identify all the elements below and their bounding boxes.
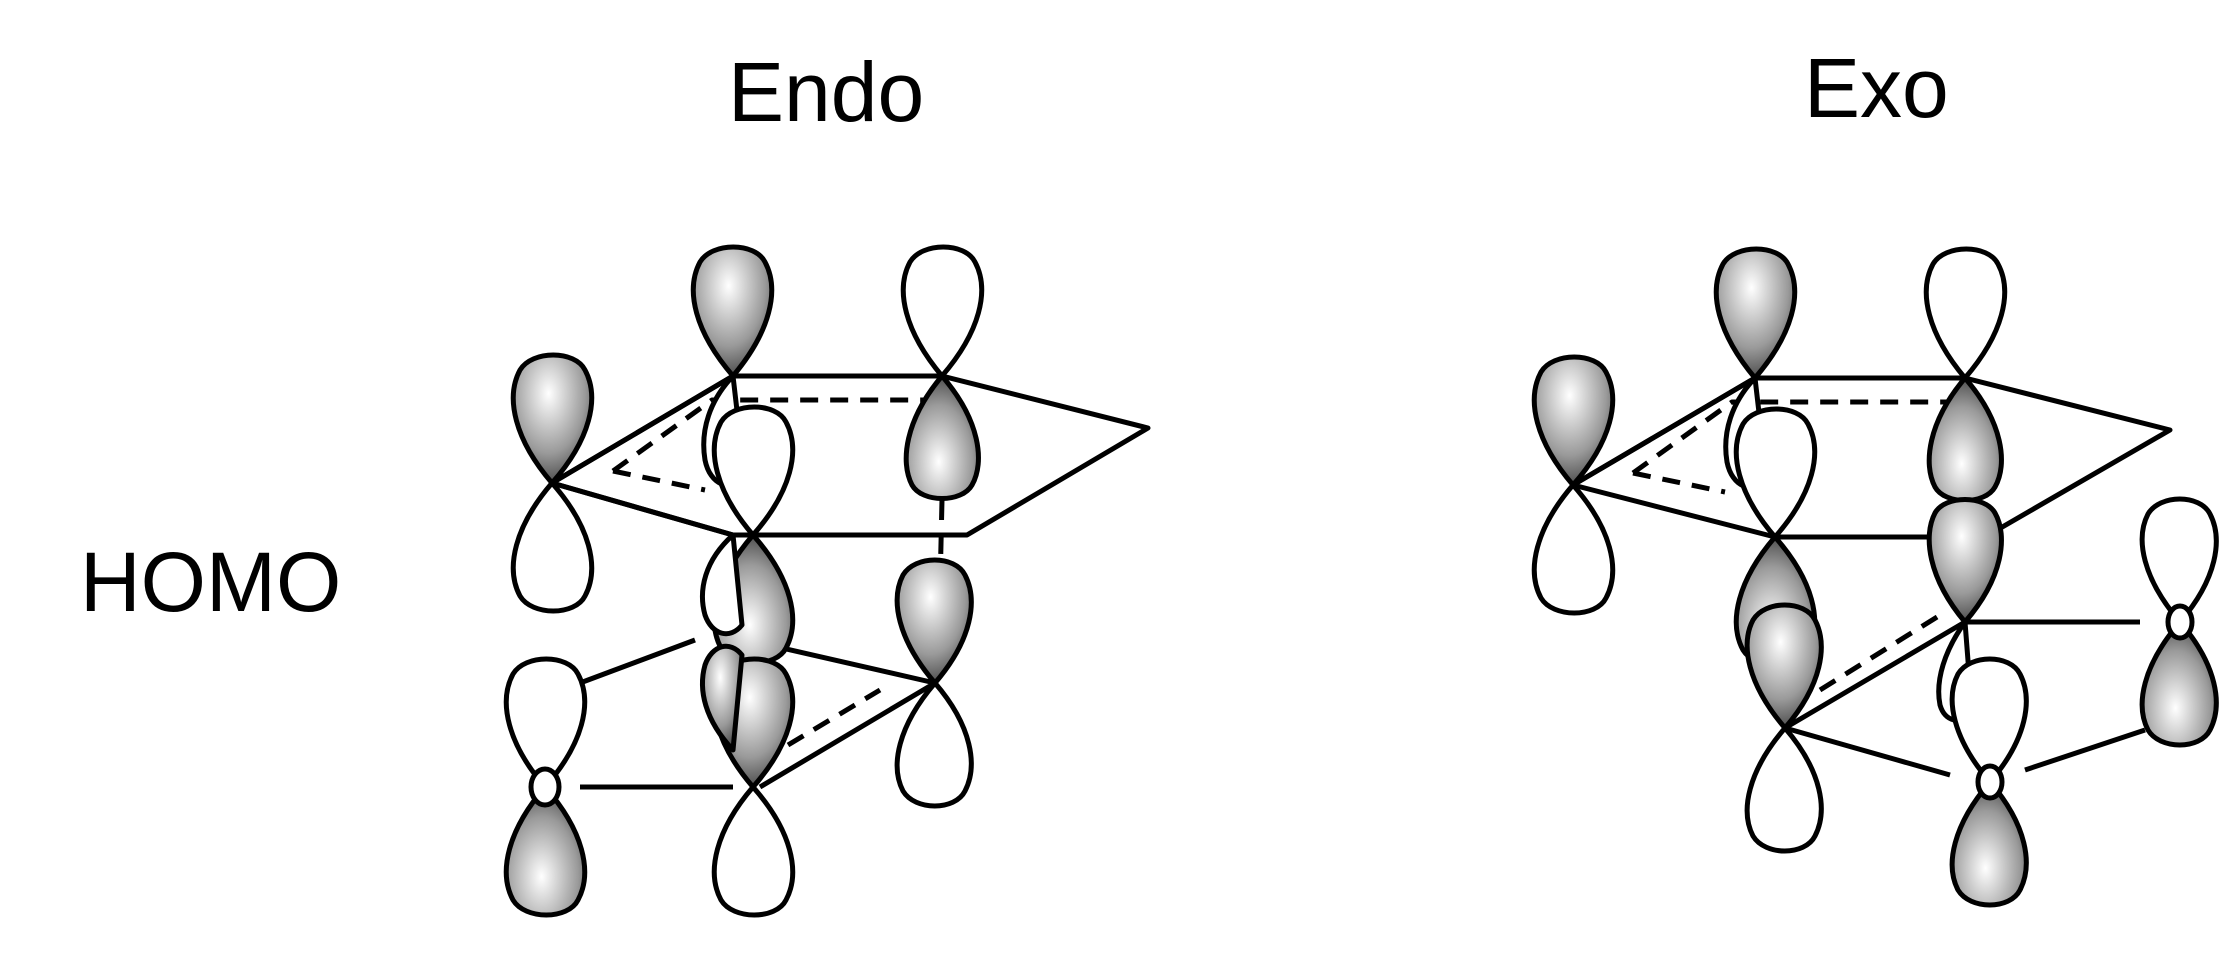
endo-diene-frame — [550, 373, 1151, 538]
exo-diagram — [1531, 246, 2219, 908]
node — [528, 766, 562, 808]
exo-diene-frame — [1571, 375, 2173, 540]
lobe-shaded — [1531, 354, 1616, 488]
endo-orbitals — [503, 244, 985, 918]
lobe-shaded — [1926, 497, 2004, 625]
lobe-empty — [900, 244, 985, 379]
lobe-empty — [711, 404, 796, 538]
lobe-shaded — [894, 557, 974, 686]
lobe-empty — [2139, 496, 2219, 625]
lobe-shaded — [700, 643, 745, 753]
title-endo: Endo — [728, 45, 925, 139]
lobe-shaded — [1949, 779, 2029, 908]
lobe-shaded — [1926, 375, 2004, 503]
lobe-empty — [711, 784, 796, 918]
node — [2165, 603, 2195, 641]
lobe-shaded — [2139, 619, 2219, 748]
lobe-empty — [700, 532, 745, 637]
title-exo: Exo — [1804, 41, 1949, 135]
lobe-shaded — [503, 784, 588, 918]
lobe-empty — [1531, 482, 1616, 616]
endo-diagram — [503, 244, 1151, 918]
lobe-shaded — [1713, 246, 1798, 381]
exo-orbitals — [1531, 246, 2219, 908]
lobe-shaded — [690, 244, 775, 379]
lobe-shaded — [510, 352, 595, 486]
row-label-homo: HOMO — [80, 535, 342, 629]
lobe-empty — [1733, 406, 1818, 540]
lobe-empty — [1949, 656, 2029, 785]
lobe-empty — [510, 480, 595, 614]
node — [1975, 763, 2005, 801]
lobe-empty — [1744, 725, 1824, 854]
exo-dienophile-frame — [1782, 609, 2146, 778]
lobe-empty — [894, 680, 974, 809]
lobe-shaded — [903, 373, 981, 501]
lobe-empty — [1923, 246, 2008, 381]
lobe-shaded — [1744, 602, 1824, 731]
lobe-empty — [503, 656, 588, 790]
